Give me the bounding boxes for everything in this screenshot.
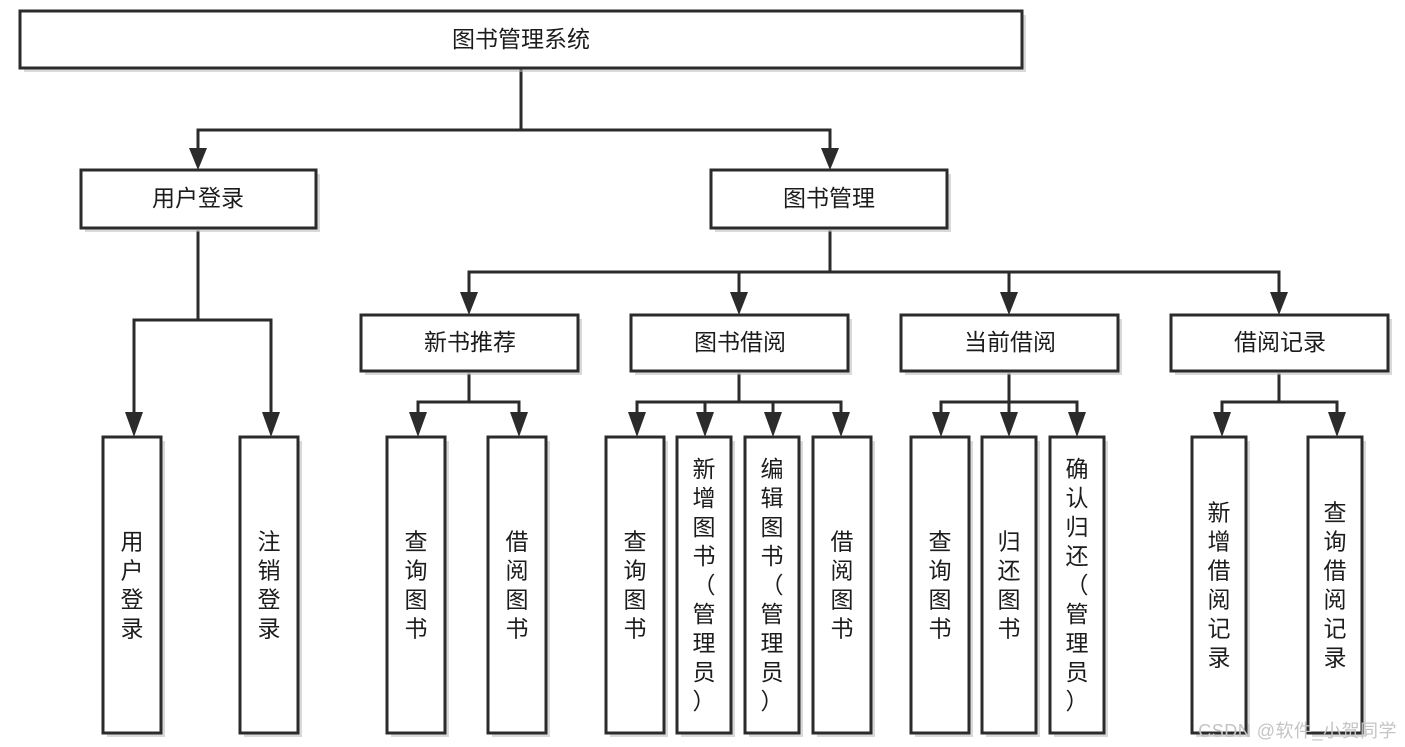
arrow-head-user-login [189, 148, 207, 170]
node-leaf-add-record-box[interactable] [1190, 435, 1248, 735]
node-leaf-borrow-book-1-box[interactable] [486, 435, 548, 735]
connector-layer [125, 66, 1346, 437]
arrow-head-leaf-query-record [1328, 412, 1346, 437]
node-leaf-return-book[interactable]: 归还图书 [980, 435, 1040, 737]
node-leaf-query-book-2[interactable]: 查询图书 [604, 435, 668, 737]
arrow-head-leaf-logout [262, 412, 280, 437]
node-leaf-confirm-return-box[interactable] [1048, 435, 1106, 735]
node-user-login[interactable]: 用户登录 [79, 168, 320, 232]
node-borrow-record-label: 借阅记录 [1234, 329, 1326, 355]
node-leaf-user-login-label: 用户登录 [121, 529, 144, 642]
node-book-borrow[interactable]: 图书借阅 [629, 313, 852, 375]
node-book-manage-label: 图书管理 [783, 185, 875, 211]
arrow-head-leaf-borrow-book-2 [832, 412, 850, 437]
node-borrow-record[interactable]: 借阅记录 [1169, 313, 1392, 375]
node-current-borrow[interactable]: 当前借阅 [899, 313, 1122, 375]
node-new-book-rec-label: 新书推荐 [424, 329, 516, 355]
node-book-borrow-box[interactable] [629, 313, 850, 373]
node-leaf-edit-book[interactable]: 编辑图书（管理员） [743, 435, 803, 737]
arrow-head-leaf-query-book-3 [932, 412, 950, 437]
node-root-label: 图书管理系统 [452, 26, 590, 52]
node-leaf-add-book-label: 新增图书（管理员） [693, 456, 716, 714]
arrow-head-borrow-record [1270, 292, 1288, 315]
node-leaf-edit-book-box[interactable] [743, 435, 801, 735]
node-leaf-query-book-3-label: 查询图书 [929, 529, 952, 642]
node-current-borrow-box[interactable] [899, 313, 1120, 373]
node-leaf-query-book-1-label: 查询图书 [405, 529, 428, 642]
node-user-login-box[interactable] [79, 168, 318, 230]
arrow-head-leaf-return-book [1000, 412, 1018, 437]
node-book-manage-box[interactable] [709, 168, 949, 230]
node-leaf-logout-box[interactable] [238, 435, 300, 735]
arrow-head-leaf-add-book [696, 412, 714, 437]
node-book-manage[interactable]: 图书管理 [709, 168, 951, 232]
node-leaf-borrow-book-1[interactable]: 借阅图书 [486, 435, 550, 737]
arrow-head-leaf-query-book-2 [628, 412, 646, 437]
node-book-borrow-label: 图书借阅 [694, 329, 786, 355]
node-leaf-query-record[interactable]: 查询借阅记录 [1306, 435, 1366, 737]
arrow-head-new-book-rec [460, 292, 478, 315]
node-new-book-rec[interactable]: 新书推荐 [359, 313, 582, 375]
node-leaf-confirm-return[interactable]: 确认归还（管理员） [1048, 435, 1108, 737]
node-root-box[interactable] [18, 9, 1024, 70]
node-root[interactable]: 图书管理系统 [18, 9, 1026, 72]
node-leaf-add-book-box[interactable] [675, 435, 733, 735]
csdn-watermark: CSDN @软件_小贺同学 [1198, 721, 1397, 741]
arrow-head-leaf-confirm-return [1068, 412, 1086, 437]
node-new-book-rec-box[interactable] [359, 313, 580, 373]
node-leaf-borrow-book-2-box[interactable] [811, 435, 873, 735]
arrow-head-leaf-user-login [125, 412, 143, 437]
node-leaf-query-book-1[interactable]: 查询图书 [385, 435, 449, 737]
node-leaf-confirm-return-label: 确认归还（管理员） [1066, 456, 1089, 714]
node-borrow-record-box[interactable] [1169, 313, 1390, 373]
node-leaf-user-login-box[interactable] [101, 435, 163, 735]
node-leaf-return-book-label: 归还图书 [998, 529, 1021, 642]
arrow-head-leaf-edit-book [764, 412, 782, 437]
arrow-head-book-borrow [730, 292, 748, 315]
node-leaf-query-record-box[interactable] [1306, 435, 1364, 735]
node-leaf-add-record[interactable]: 新增借阅记录 [1190, 435, 1250, 737]
node-leaf-add-book[interactable]: 新增图书（管理员） [675, 435, 735, 737]
node-current-borrow-label: 当前借阅 [964, 329, 1056, 355]
node-leaf-query-book-2-box[interactable] [604, 435, 666, 735]
node-leaf-return-book-box[interactable] [980, 435, 1038, 735]
node-leaf-query-book-3[interactable]: 查询图书 [909, 435, 973, 737]
arrow-head-leaf-add-record [1213, 412, 1231, 437]
arrow-head-leaf-borrow-book-1 [510, 412, 528, 437]
node-leaf-query-book-3-box[interactable] [909, 435, 971, 735]
arrow-head-book-manage [821, 148, 839, 170]
node-leaf-query-record-label: 查询借阅记录 [1324, 500, 1347, 671]
node-leaf-borrow-book-2-label: 借阅图书 [831, 529, 854, 642]
node-leaf-logout-label: 注销登录 [258, 529, 281, 642]
node-leaf-query-book-1-box[interactable] [385, 435, 447, 735]
node-user-login-label: 用户登录 [152, 185, 244, 211]
node-leaf-user-login[interactable]: 用户登录 [101, 435, 165, 737]
node-leaf-edit-book-label: 编辑图书（管理员） [761, 456, 784, 714]
node-leaf-add-record-label: 新增借阅记录 [1208, 500, 1231, 671]
node-leaf-query-book-2-label: 查询图书 [624, 529, 647, 642]
node-leaf-borrow-book-1-label: 借阅图书 [506, 529, 529, 642]
node-leaf-borrow-book-2[interactable]: 借阅图书 [811, 435, 875, 737]
arrow-head-current-borrow [1000, 292, 1018, 315]
arrow-head-leaf-query-book-1 [409, 412, 427, 437]
node-leaf-logout[interactable]: 注销登录 [238, 435, 302, 737]
